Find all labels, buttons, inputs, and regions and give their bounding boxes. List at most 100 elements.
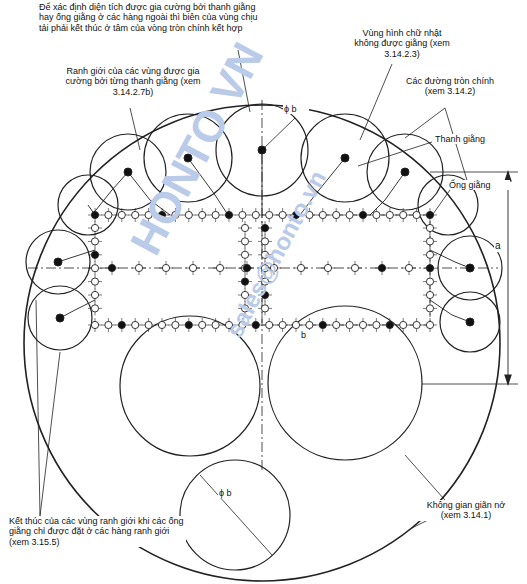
note-text: Kết thúc của các vùng ranh giới khi các … xyxy=(8,516,186,547)
stay-tube xyxy=(359,321,366,328)
stay-tube xyxy=(319,211,326,218)
stay-rod xyxy=(118,321,125,328)
stay-tube xyxy=(91,224,98,231)
stay-tube xyxy=(306,321,313,328)
stay-tube xyxy=(91,278,98,285)
diameter-line xyxy=(200,475,272,555)
stay-rod xyxy=(91,211,98,218)
stay-tube xyxy=(400,321,407,328)
stay-tube xyxy=(91,265,98,272)
stay-rod xyxy=(108,264,115,271)
callout-text: Vùng hình chữ nhật không được giằng (xem… xyxy=(348,28,456,59)
principal-circle xyxy=(26,230,90,294)
stay-tube xyxy=(145,321,152,328)
stay-tube xyxy=(118,211,125,218)
stay-tube xyxy=(266,321,273,328)
stay-tube xyxy=(426,251,433,258)
stay-rod xyxy=(426,265,433,272)
stay-rod xyxy=(341,154,349,162)
stay-tube xyxy=(239,211,246,218)
dimension-extension xyxy=(430,172,518,173)
stay-tube xyxy=(241,224,248,231)
dimension-label: ϕ b xyxy=(218,488,244,498)
stay-tube xyxy=(266,211,273,218)
dimension-label: ϕ b xyxy=(283,104,309,114)
stay-rod xyxy=(378,264,385,271)
principal-circle xyxy=(440,292,500,352)
stay-tube xyxy=(373,211,380,218)
stay-tube xyxy=(91,238,98,245)
stay-tube xyxy=(212,321,219,328)
dimension-arrow xyxy=(505,172,511,384)
note-text: Để xác định diện tích được gia cường bởi… xyxy=(38,2,266,33)
stay-tube xyxy=(297,264,304,271)
radius-line xyxy=(262,118,295,150)
stay-tube xyxy=(346,211,353,218)
stay-tube xyxy=(426,291,433,298)
callout-text: Thanh giằng xyxy=(434,134,504,144)
stay-tube xyxy=(373,321,380,328)
callout-text: Ống giằng xyxy=(448,180,510,190)
dimension-label: a xyxy=(494,240,506,252)
stay-rod xyxy=(185,321,192,328)
stay-tube xyxy=(91,291,98,298)
stay-tube xyxy=(426,321,433,328)
stay-rod xyxy=(54,258,62,266)
principal-circle xyxy=(28,286,92,350)
stay-tube xyxy=(135,264,142,271)
stay-tube xyxy=(212,211,219,218)
stay-tube xyxy=(413,211,420,218)
watermark: sales@honto.vn xyxy=(220,165,332,343)
stay-tube xyxy=(351,264,358,271)
callout-text: Không gian giãn nở (xem 3.14.1) xyxy=(418,500,514,521)
stay-rod xyxy=(359,211,366,218)
callout-text: Ranh giới của các vùng được gia cường bở… xyxy=(58,66,208,97)
stay-rod xyxy=(466,264,474,272)
stay-tube xyxy=(158,321,165,328)
stay-tube xyxy=(216,264,223,271)
stay-tube xyxy=(426,305,433,312)
stay-tube xyxy=(91,305,98,312)
callout-text: Các đường tròn chính (xem 3.14.2) xyxy=(400,76,500,97)
stay-rod xyxy=(261,224,268,231)
boundary-line xyxy=(88,150,405,215)
stay-tube xyxy=(105,211,112,218)
stay-rod xyxy=(56,314,64,322)
stay-tube xyxy=(333,321,340,328)
opening-circle xyxy=(180,460,290,570)
stay-tube xyxy=(426,224,433,231)
stay-rod xyxy=(466,318,474,326)
dimension-label: b xyxy=(300,330,314,340)
stay-tube xyxy=(413,321,420,328)
stay-tube xyxy=(105,321,112,328)
stay-tube xyxy=(172,321,179,328)
opening-circle xyxy=(268,306,422,460)
stay-rod xyxy=(319,321,326,328)
stay-rod xyxy=(124,168,132,176)
stay-tube xyxy=(241,251,248,258)
stay-tube xyxy=(333,211,340,218)
stay-tube xyxy=(199,321,206,328)
stay-tube xyxy=(346,321,353,328)
stay-tube xyxy=(405,264,412,271)
stay-tube xyxy=(426,238,433,245)
stay-rod xyxy=(91,251,98,258)
stay-tube xyxy=(199,211,206,218)
stay-tube xyxy=(241,238,248,245)
dimension-extension xyxy=(422,384,518,385)
stay-tube xyxy=(279,321,286,328)
stay-tube xyxy=(426,278,433,285)
stay-tube xyxy=(324,264,331,271)
stay-tube xyxy=(132,321,139,328)
stay-rod xyxy=(426,211,433,218)
stay-rod xyxy=(401,168,409,176)
stay-tube xyxy=(292,321,299,328)
stay-tube xyxy=(91,321,98,328)
stay-tube xyxy=(162,264,169,271)
stay-tube xyxy=(400,211,407,218)
stay-tube xyxy=(189,264,196,271)
stay-tube xyxy=(386,211,393,218)
dimension-line xyxy=(508,172,509,384)
leader-lines xyxy=(36,50,470,528)
stay-rod xyxy=(225,211,232,218)
